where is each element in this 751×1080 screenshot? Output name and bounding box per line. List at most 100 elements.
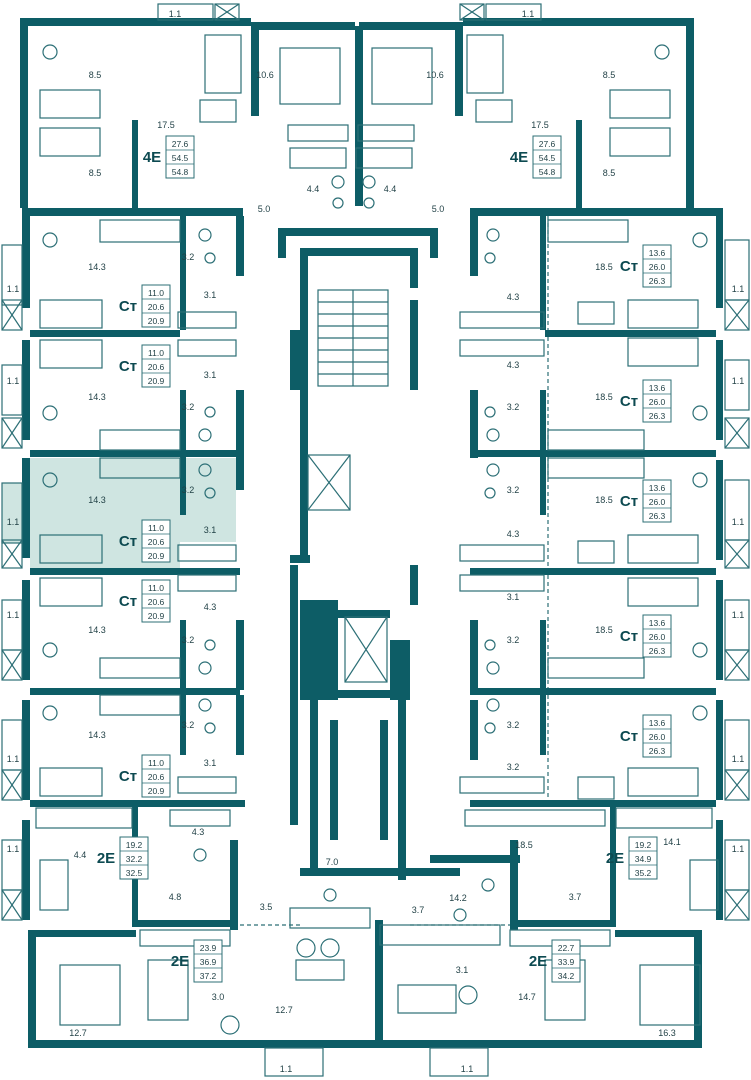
room-area-label: 3.7 <box>569 892 582 902</box>
apartment-info-box <box>642 614 672 658</box>
room-area-label: 10.6 <box>256 70 274 80</box>
room-area-label: 12.7 <box>69 1028 87 1038</box>
apartment-living-area: 13.6 <box>649 718 666 728</box>
balcony-area-label: 1.1 <box>732 610 745 620</box>
apartment-total-with-balcony: 37.2 <box>200 971 217 981</box>
apartment-total-area: 20.6 <box>148 537 165 547</box>
room-area-label: 8.5 <box>603 70 616 80</box>
apartment-total-with-balcony: 26.3 <box>649 411 666 421</box>
room-area-label: 3.1 <box>507 592 520 602</box>
room-area-label: 3.0 <box>212 992 225 1002</box>
room-area-label: 14.3 <box>88 392 106 402</box>
room-area-label: 3.2 <box>507 402 520 412</box>
apartment-total-with-balcony: 54.8 <box>539 167 556 177</box>
balcony-area-label: 1.1 <box>7 284 20 294</box>
room-area-label: 8.5 <box>603 168 616 178</box>
apartment-type: Ст <box>620 393 638 410</box>
apartment-info-box <box>141 344 171 388</box>
apartment-total-with-balcony: 20.9 <box>148 316 165 326</box>
apartment-living-area: 27.6 <box>172 139 189 149</box>
apartment-total-with-balcony: 20.9 <box>148 376 165 386</box>
apartment-info-box <box>642 244 672 288</box>
apartment-info-box <box>141 579 171 623</box>
room-area-label: 3.2 <box>507 720 520 730</box>
apartment-living-area: 23.9 <box>200 943 217 953</box>
room-area-label: 14.1 <box>663 837 681 847</box>
room-area-label: 4.3 <box>204 602 217 612</box>
apartment-living-area: 19.2 <box>635 840 652 850</box>
room-area-label: 5.0 <box>258 204 271 214</box>
room-area-label: 4.3 <box>507 360 520 370</box>
apartment-total-area: 26.0 <box>649 632 666 642</box>
balcony-area-label: 1.1 <box>280 1064 293 1074</box>
room-area-label: 4.4 <box>384 184 397 194</box>
apartment-total-area: 26.0 <box>649 262 666 272</box>
room-area-label: 3.5 <box>260 902 273 912</box>
fixtures <box>42 44 708 1035</box>
apartment-living-area: 19.2 <box>126 840 143 850</box>
apartment-total-area: 20.6 <box>148 302 165 312</box>
apartment-total-area: 20.6 <box>148 772 165 782</box>
room-area-label: 4.3 <box>507 292 520 302</box>
apartment-total-with-balcony: 26.3 <box>649 511 666 521</box>
apartment-type: 4Е <box>143 149 161 166</box>
balcony-area-label: 1.1 <box>522 9 535 19</box>
apartment-type: Ст <box>119 768 137 785</box>
room-area-label: 4.4 <box>307 184 320 194</box>
balcony-area-label: 1.1 <box>732 517 745 527</box>
room-area-label: 3.1 <box>456 965 469 975</box>
room-area-label: 4.3 <box>192 827 205 837</box>
apartment-total-with-balcony: 26.3 <box>649 746 666 756</box>
apartment-total-area: 20.6 <box>148 597 165 607</box>
room-area-label: 18.5 <box>515 840 533 850</box>
room-area-label: 18.5 <box>595 495 613 505</box>
apartment-living-area: 11.0 <box>148 348 164 358</box>
apartment-total-area: 26.0 <box>649 397 666 407</box>
apartment-type: Ст <box>620 258 638 275</box>
apartment-total-area: 26.0 <box>649 497 666 507</box>
room-area-label: 4.3 <box>507 529 520 539</box>
room-area-label: 17.5 <box>531 120 549 130</box>
apartment-type: Ст <box>119 533 137 550</box>
apartment-type: 4Е <box>510 149 528 166</box>
apartment-info-box <box>551 939 581 983</box>
apartment-info-box <box>628 836 658 880</box>
room-area-label: 17.5 <box>157 120 175 130</box>
highlighted-apartment[interactable] <box>30 458 236 568</box>
apartment-total-with-balcony: 26.3 <box>649 276 666 286</box>
room-area-label: 3.7 <box>412 905 425 915</box>
room-area-label: 3.2 <box>507 762 520 772</box>
apartment-total-with-balcony: 32.5 <box>126 868 143 878</box>
apartment-total-area: 20.6 <box>148 362 165 372</box>
room-area-label: 18.5 <box>595 625 613 635</box>
apartment-type: Ст <box>620 493 638 510</box>
room-area-label: 3.2 <box>182 252 195 262</box>
room-area-label: 7.0 <box>326 857 339 867</box>
apartment-living-area: 22.7 <box>558 943 575 953</box>
room-area-label: 14.7 <box>518 992 536 1002</box>
room-area-label: 14.3 <box>88 625 106 635</box>
apartment-info-box <box>642 714 672 758</box>
apartment-info-box <box>141 284 171 328</box>
apartment-living-area: 27.6 <box>539 139 556 149</box>
room-area-label: 5.0 <box>432 204 445 214</box>
apartment-total-area: 34.9 <box>635 854 652 864</box>
room-area-label: 3.1 <box>204 370 217 380</box>
apartment-type: Ст <box>119 358 137 375</box>
apartment-total-area: 33.9 <box>558 957 575 967</box>
apartment-total-area: 26.0 <box>649 732 666 742</box>
apartment-type: 2Е <box>171 953 189 970</box>
balcony-area-label: 1.1 <box>7 517 20 527</box>
apartment-total-with-balcony: 34.2 <box>558 971 575 981</box>
balcony-area-label: 1.1 <box>7 844 20 854</box>
apartment-labels: 4Е27.654.554.84Е27.654.554.8Ст11.020.620… <box>97 135 672 983</box>
apartment-total-with-balcony: 35.2 <box>635 868 652 878</box>
room-area-label: 3.2 <box>182 720 195 730</box>
balcony-area-label: 1.1 <box>169 9 182 19</box>
room-area-label: 3.1 <box>204 525 217 535</box>
apartment-living-area: 11.0 <box>148 583 164 593</box>
balcony-area-label: 1.1 <box>461 1064 474 1074</box>
room-area-label: 18.5 <box>595 392 613 402</box>
